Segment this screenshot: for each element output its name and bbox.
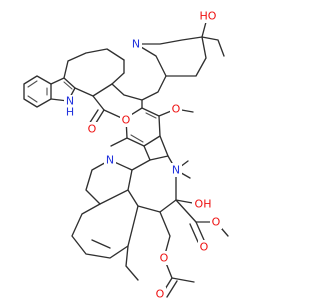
oh-top-label: HO [200,10,217,23]
n-methyl-label: N [172,164,180,177]
ester-o-right-1-label: O [200,241,209,254]
oh-mid-label: OH [195,198,212,211]
n-bottom-label: N [106,154,114,167]
nh-indole-label: N [66,95,74,108]
atom-labels: HO N N H O O O N N OH O O O O [64,9,222,300]
methoxy-o-label: O [172,103,181,116]
acetyl-o-label: O [156,288,165,300]
carbonyl-o-left-label: O [88,123,97,136]
ester-o-right-2-label: O [212,216,221,229]
n-top-label: N [132,38,140,51]
upper-fragment-bonds [23,21,225,127]
lower-fragment-bonds [71,135,229,298]
acetoxy-o-label: O [160,252,169,265]
ester-o-left-label: O [122,114,131,127]
structural-formula: HO N N H O O O N N OH O O O O [23,9,229,300]
nh-h-label: H [66,106,74,119]
